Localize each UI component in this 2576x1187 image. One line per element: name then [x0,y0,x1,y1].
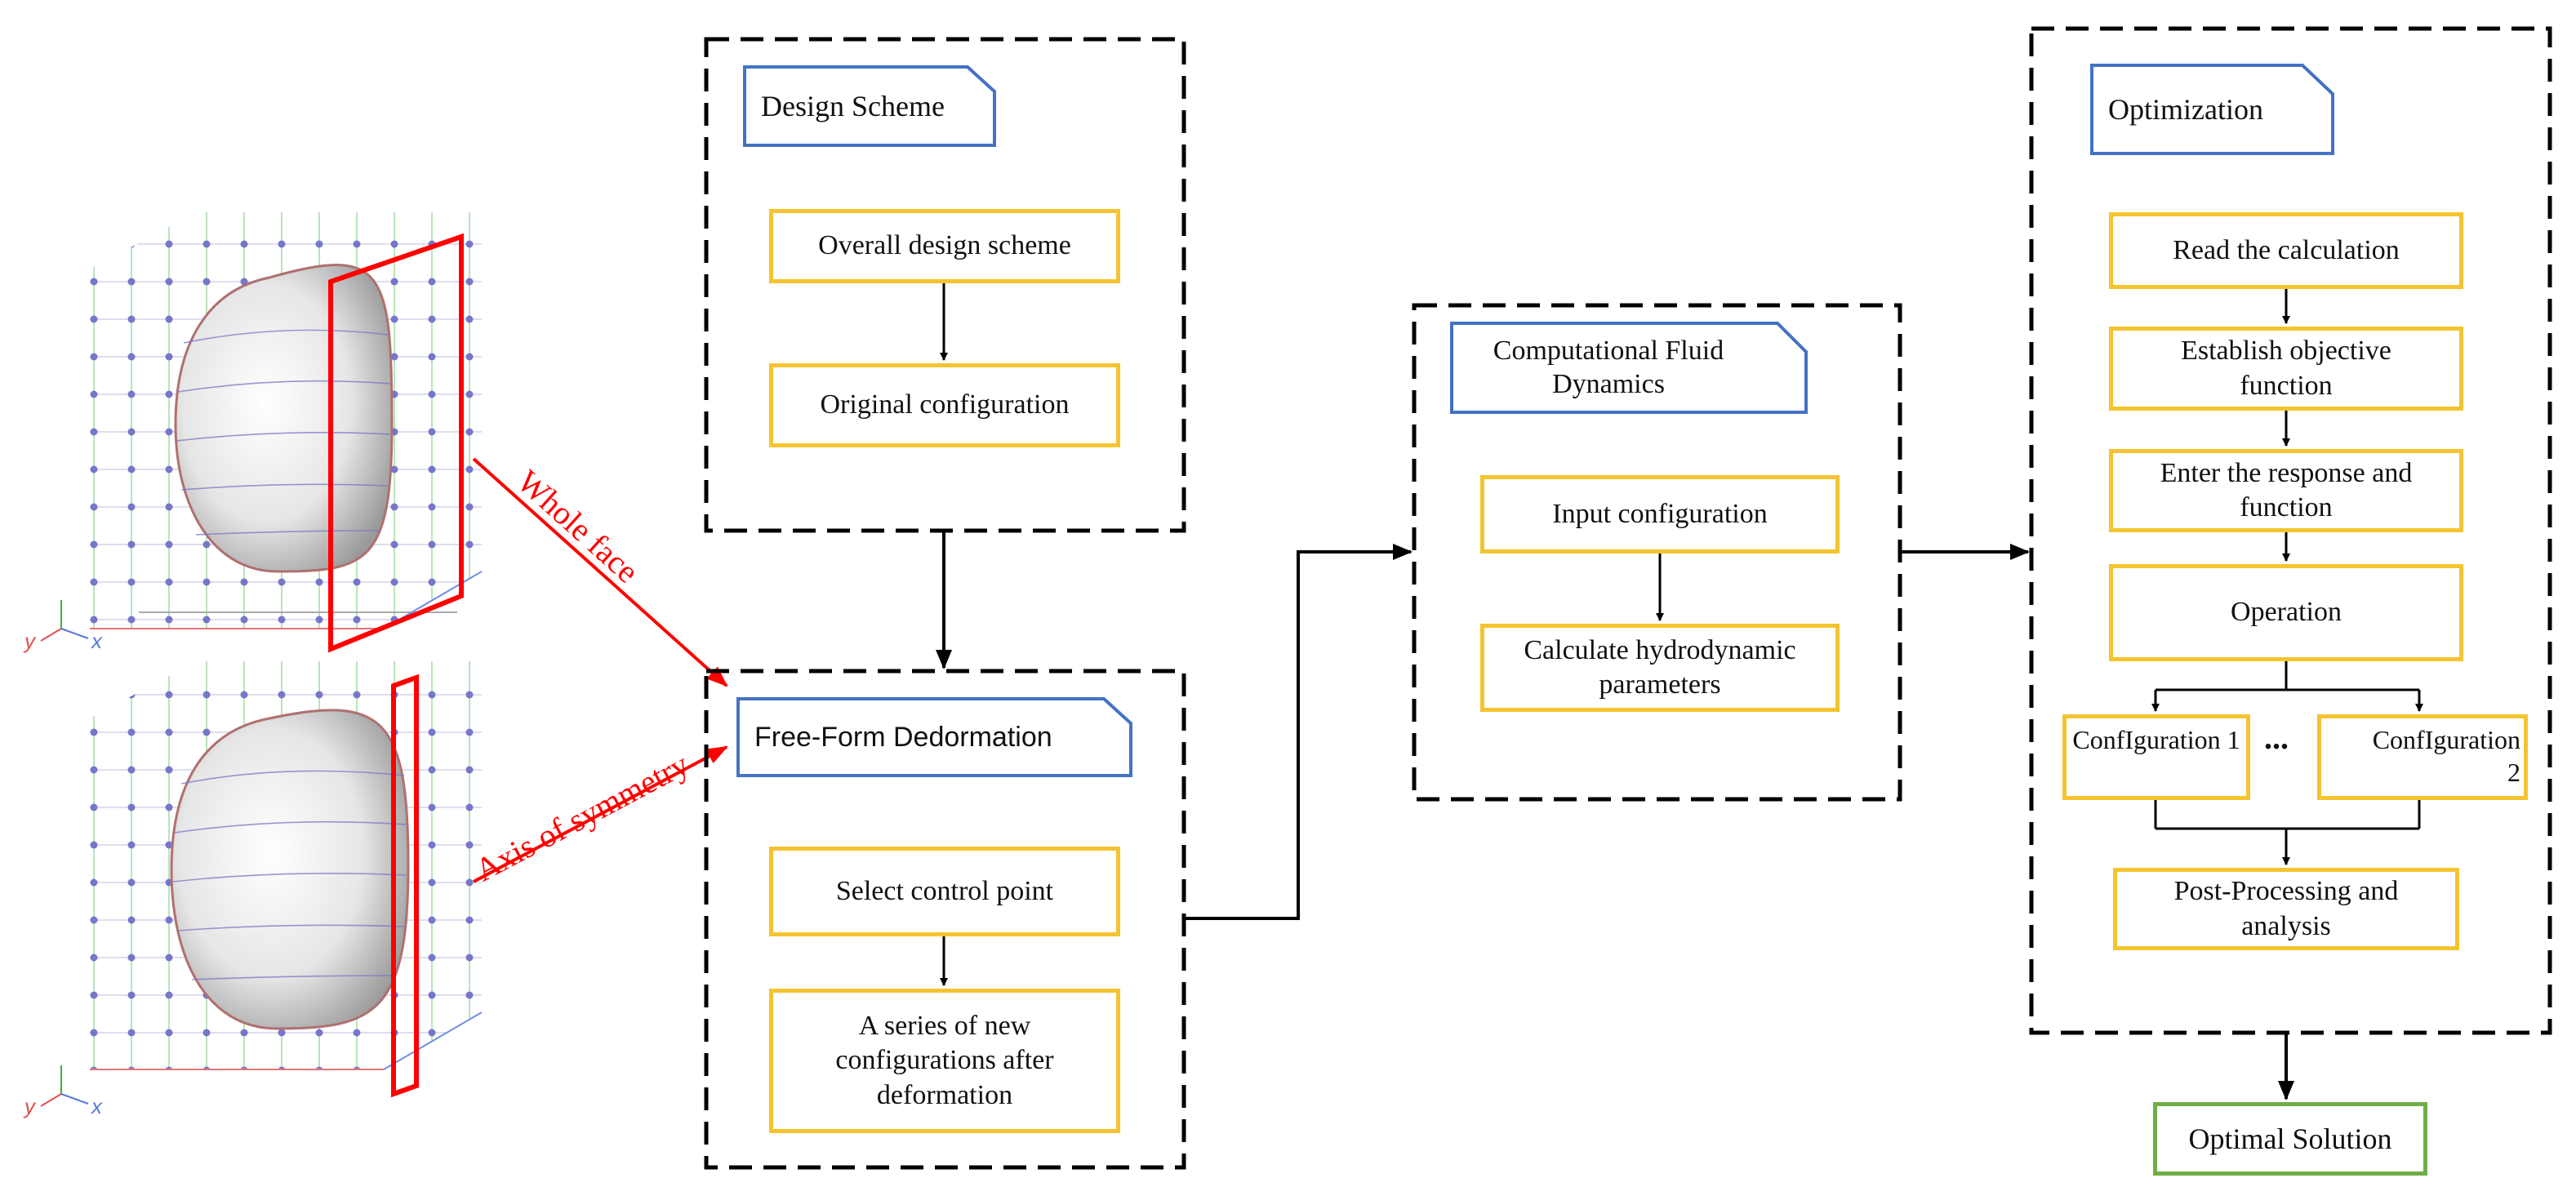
whole-face-arrow [472,457,728,687]
objective-function-step: Establish objective function [2109,327,2463,411]
axis-triad-top [40,600,89,642]
overall-design-scheme-step: Overall design scheme [769,209,1120,283]
axis-triad-bottom [40,1065,89,1107]
design-scheme-title: Design Scheme [761,90,945,122]
axis-y-label-top: y [24,629,35,653]
lattice-axis-of-symmetry [40,661,483,1107]
axis-of-symmetry-arrow [473,745,728,883]
optimization-frame [2029,26,2552,1035]
response-function-step: Enter the response and function [2109,449,2463,532]
axis-x-label-bottom: x [91,1094,102,1118]
cfd-title: Computational Fluid Dynamics [1493,335,1724,399]
new-configurations-step: A series of new configurations after def… [769,989,1120,1133]
select-control-point-step: Select control point [769,847,1120,936]
axis-y-label-bottom: y [24,1094,35,1118]
optimization-title: Optimization [2108,93,2263,126]
ffd-tab [736,697,1132,777]
cfd-tab [1450,322,1808,414]
input-configuration-step: Input configuration [1480,475,1840,553]
configuration-2-step: ConfIguration 2 [2317,714,2528,800]
lattice-whole-face [40,212,483,653]
original-configuration-step: Original configuration [769,363,1120,447]
configuration-ellipsis: ... [2264,719,2289,756]
post-processing-step: Post-Processing and analysis [2113,868,2459,950]
optimal-solution-box: Optimal Solution [2153,1102,2427,1176]
read-calculation-step: Read the calculation [2109,212,2463,289]
optimization-tab [2090,64,2334,155]
configuration-1-step: ConfIguration 1 [2062,714,2250,800]
axis-x-label-top: x [91,629,102,653]
design-scheme-tab [743,65,996,147]
ffd-title: Free-Form Dedormation [754,721,1052,753]
calculate-hydrodynamic-parameters-step: Calculate hydrodynamic parameters [1480,624,1840,712]
operation-step: Operation [2109,564,2463,661]
